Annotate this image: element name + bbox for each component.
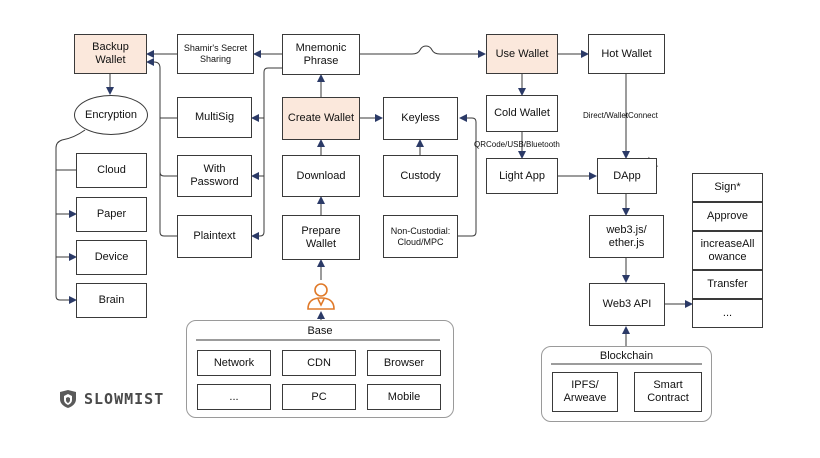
base-item-pc: PC <box>282 384 356 410</box>
custody-node: Custody <box>383 155 458 197</box>
dapp-node: DApp <box>597 158 657 194</box>
web3-api-node: Web3 API <box>589 283 665 326</box>
edge-noncustodial-keyless <box>458 114 477 237</box>
base-item-more: ... <box>197 384 271 410</box>
cold-wallet-node: Cold Wallet <box>486 95 558 132</box>
paper-node: Paper <box>76 197 147 232</box>
non-custodial-node: Non-Custodial: Cloud/MPC <box>383 215 458 258</box>
sign-node: Sign* <box>692 173 763 202</box>
blockchain-title: Blockchain <box>599 350 654 362</box>
transfer-node: Transfer <box>692 270 763 299</box>
cloud-node: Cloud <box>76 153 147 188</box>
base-item-browser: Browser <box>367 350 441 376</box>
edge-mnemonic-usewallet <box>360 45 486 58</box>
keyless-node: Keyless <box>383 97 458 140</box>
direct-walletconnect-label: Direct/WalletConnect <box>583 111 658 120</box>
multisig-node: MultiSig <box>177 97 252 138</box>
backup-wallet-node: Backup Wallet <box>74 34 147 74</box>
slowmist-logo-text: SLOWMIST <box>84 390 165 408</box>
slowmist-logo: SLOWMIST <box>58 389 164 409</box>
download-node: Download <box>282 155 360 197</box>
increase-allowance-node: increaseAll owance <box>692 231 763 270</box>
web3js-node: web3.js/ ether.js <box>589 215 664 258</box>
edge-mnemonic-bus <box>251 67 282 240</box>
hot-wallet-node: Hot Wallet <box>588 34 665 74</box>
edge-plaintext-backup <box>146 58 177 237</box>
more-actions-node: ... <box>692 299 763 328</box>
edge-withpassword-bus <box>159 171 177 177</box>
encryption-node: Encryption <box>74 95 148 135</box>
with-password-node: With Password <box>177 155 252 197</box>
qrcode-usb-bluetooth-label: QRCode/USB/Bluetooth <box>474 140 560 149</box>
base-item-cdn: CDN <box>282 350 356 376</box>
user-icon <box>307 283 335 310</box>
base-group <box>186 320 454 418</box>
plaintext-node: Plaintext <box>177 215 252 258</box>
slowmist-shield-icon <box>60 390 76 408</box>
edge-encryption-storage <box>55 129 86 304</box>
prepare-wallet-node: Prepare Wallet <box>282 215 360 260</box>
light-app-node: Light App <box>486 158 558 194</box>
create-wallet-node: Create Wallet <box>282 97 360 140</box>
shamir-node: Shamir's Secret Sharing <box>177 34 254 74</box>
approve-node: Approve <box>692 202 763 231</box>
base-item-mobile: Mobile <box>367 384 441 410</box>
mnemonic-phrase-node: Mnemonic Phrase <box>282 34 360 75</box>
base-item-network: Network <box>197 350 271 376</box>
device-node: Device <box>76 240 147 275</box>
smart-contract-node: Smart Contract <box>634 372 702 412</box>
base-title: Base <box>307 325 333 337</box>
ipfs-arweave-node: IPFS/ Arweave <box>552 372 618 412</box>
blockchain-group <box>541 346 712 422</box>
brain-node: Brain <box>76 283 147 318</box>
use-wallet-node: Use Wallet <box>486 34 558 74</box>
